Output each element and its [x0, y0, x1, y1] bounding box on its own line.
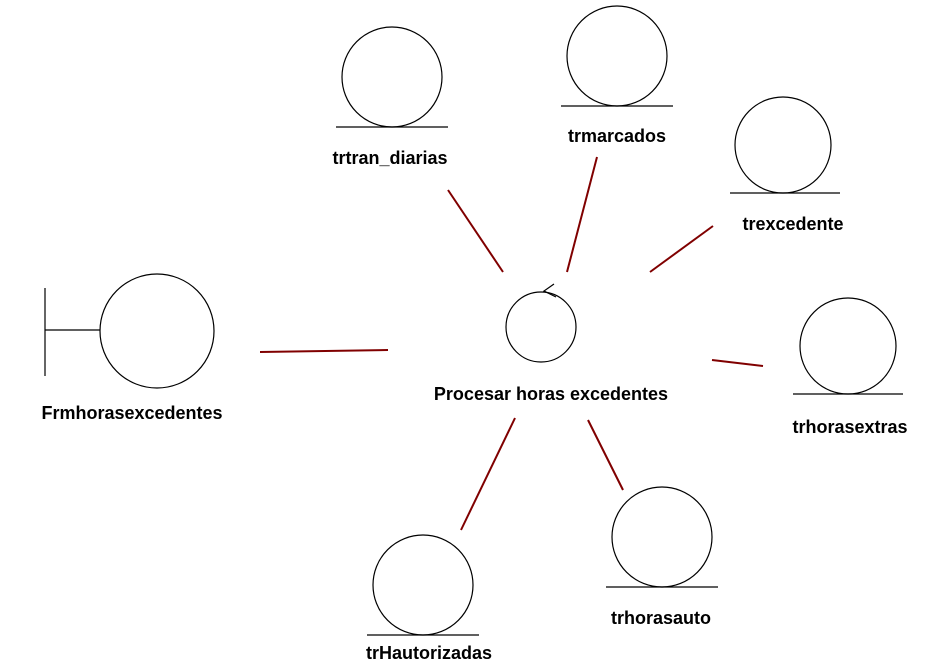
- control-icon: [505, 291, 577, 363]
- link-control-trmarcados[interactable]: [566, 156, 598, 273]
- entity-icon: [799, 297, 897, 395]
- link-control-trhautorizadas[interactable]: [460, 417, 516, 531]
- link-control-trtran-diarias[interactable]: [447, 189, 504, 273]
- entity-label: trhorasextras: [792, 417, 907, 437]
- entity-icon: [372, 534, 474, 636]
- entity-icon: [341, 26, 443, 128]
- entity-icon: [611, 486, 713, 588]
- entity-label: trtran_diarias: [332, 148, 447, 168]
- control-label: Procesar horas excedentes: [434, 384, 668, 404]
- entity-trhorasextras[interactable]: trhorasextras: [792, 297, 908, 437]
- entity-trtran-diarias[interactable]: trtran_diarias: [332, 26, 448, 168]
- control-arrowhead: [542, 283, 557, 298]
- entity-icon: [566, 5, 668, 107]
- entity-trhorasauto[interactable]: trhorasauto: [606, 486, 718, 628]
- entity-trexcedente[interactable]: trexcedente: [730, 96, 844, 234]
- boundary-icon: [99, 273, 215, 389]
- association-links: [259, 156, 764, 531]
- entity-label: trHautorizadas: [366, 643, 492, 663]
- entity-label: trhorasauto: [611, 608, 711, 628]
- link-control-trhorasauto[interactable]: [587, 419, 624, 491]
- entity-label: trmarcados: [568, 126, 666, 146]
- entity-label: trexcedente: [742, 214, 843, 234]
- link-control-trhorasextras[interactable]: [711, 359, 764, 367]
- entity-icon: [734, 96, 832, 194]
- link-control-trexcedente[interactable]: [649, 225, 714, 273]
- entity-trhautorizadas[interactable]: trHautorizadas: [366, 534, 492, 663]
- control-procesar-horas-excedentes[interactable]: Procesar horas excedentes: [434, 283, 668, 404]
- link-boundary-control[interactable]: [259, 349, 389, 353]
- entity-trmarcados[interactable]: trmarcados: [561, 5, 673, 146]
- boundary-frmhorasexcedentes[interactable]: Frmhorasexcedentes: [41, 273, 223, 423]
- boundary-label: Frmhorasexcedentes: [41, 403, 222, 423]
